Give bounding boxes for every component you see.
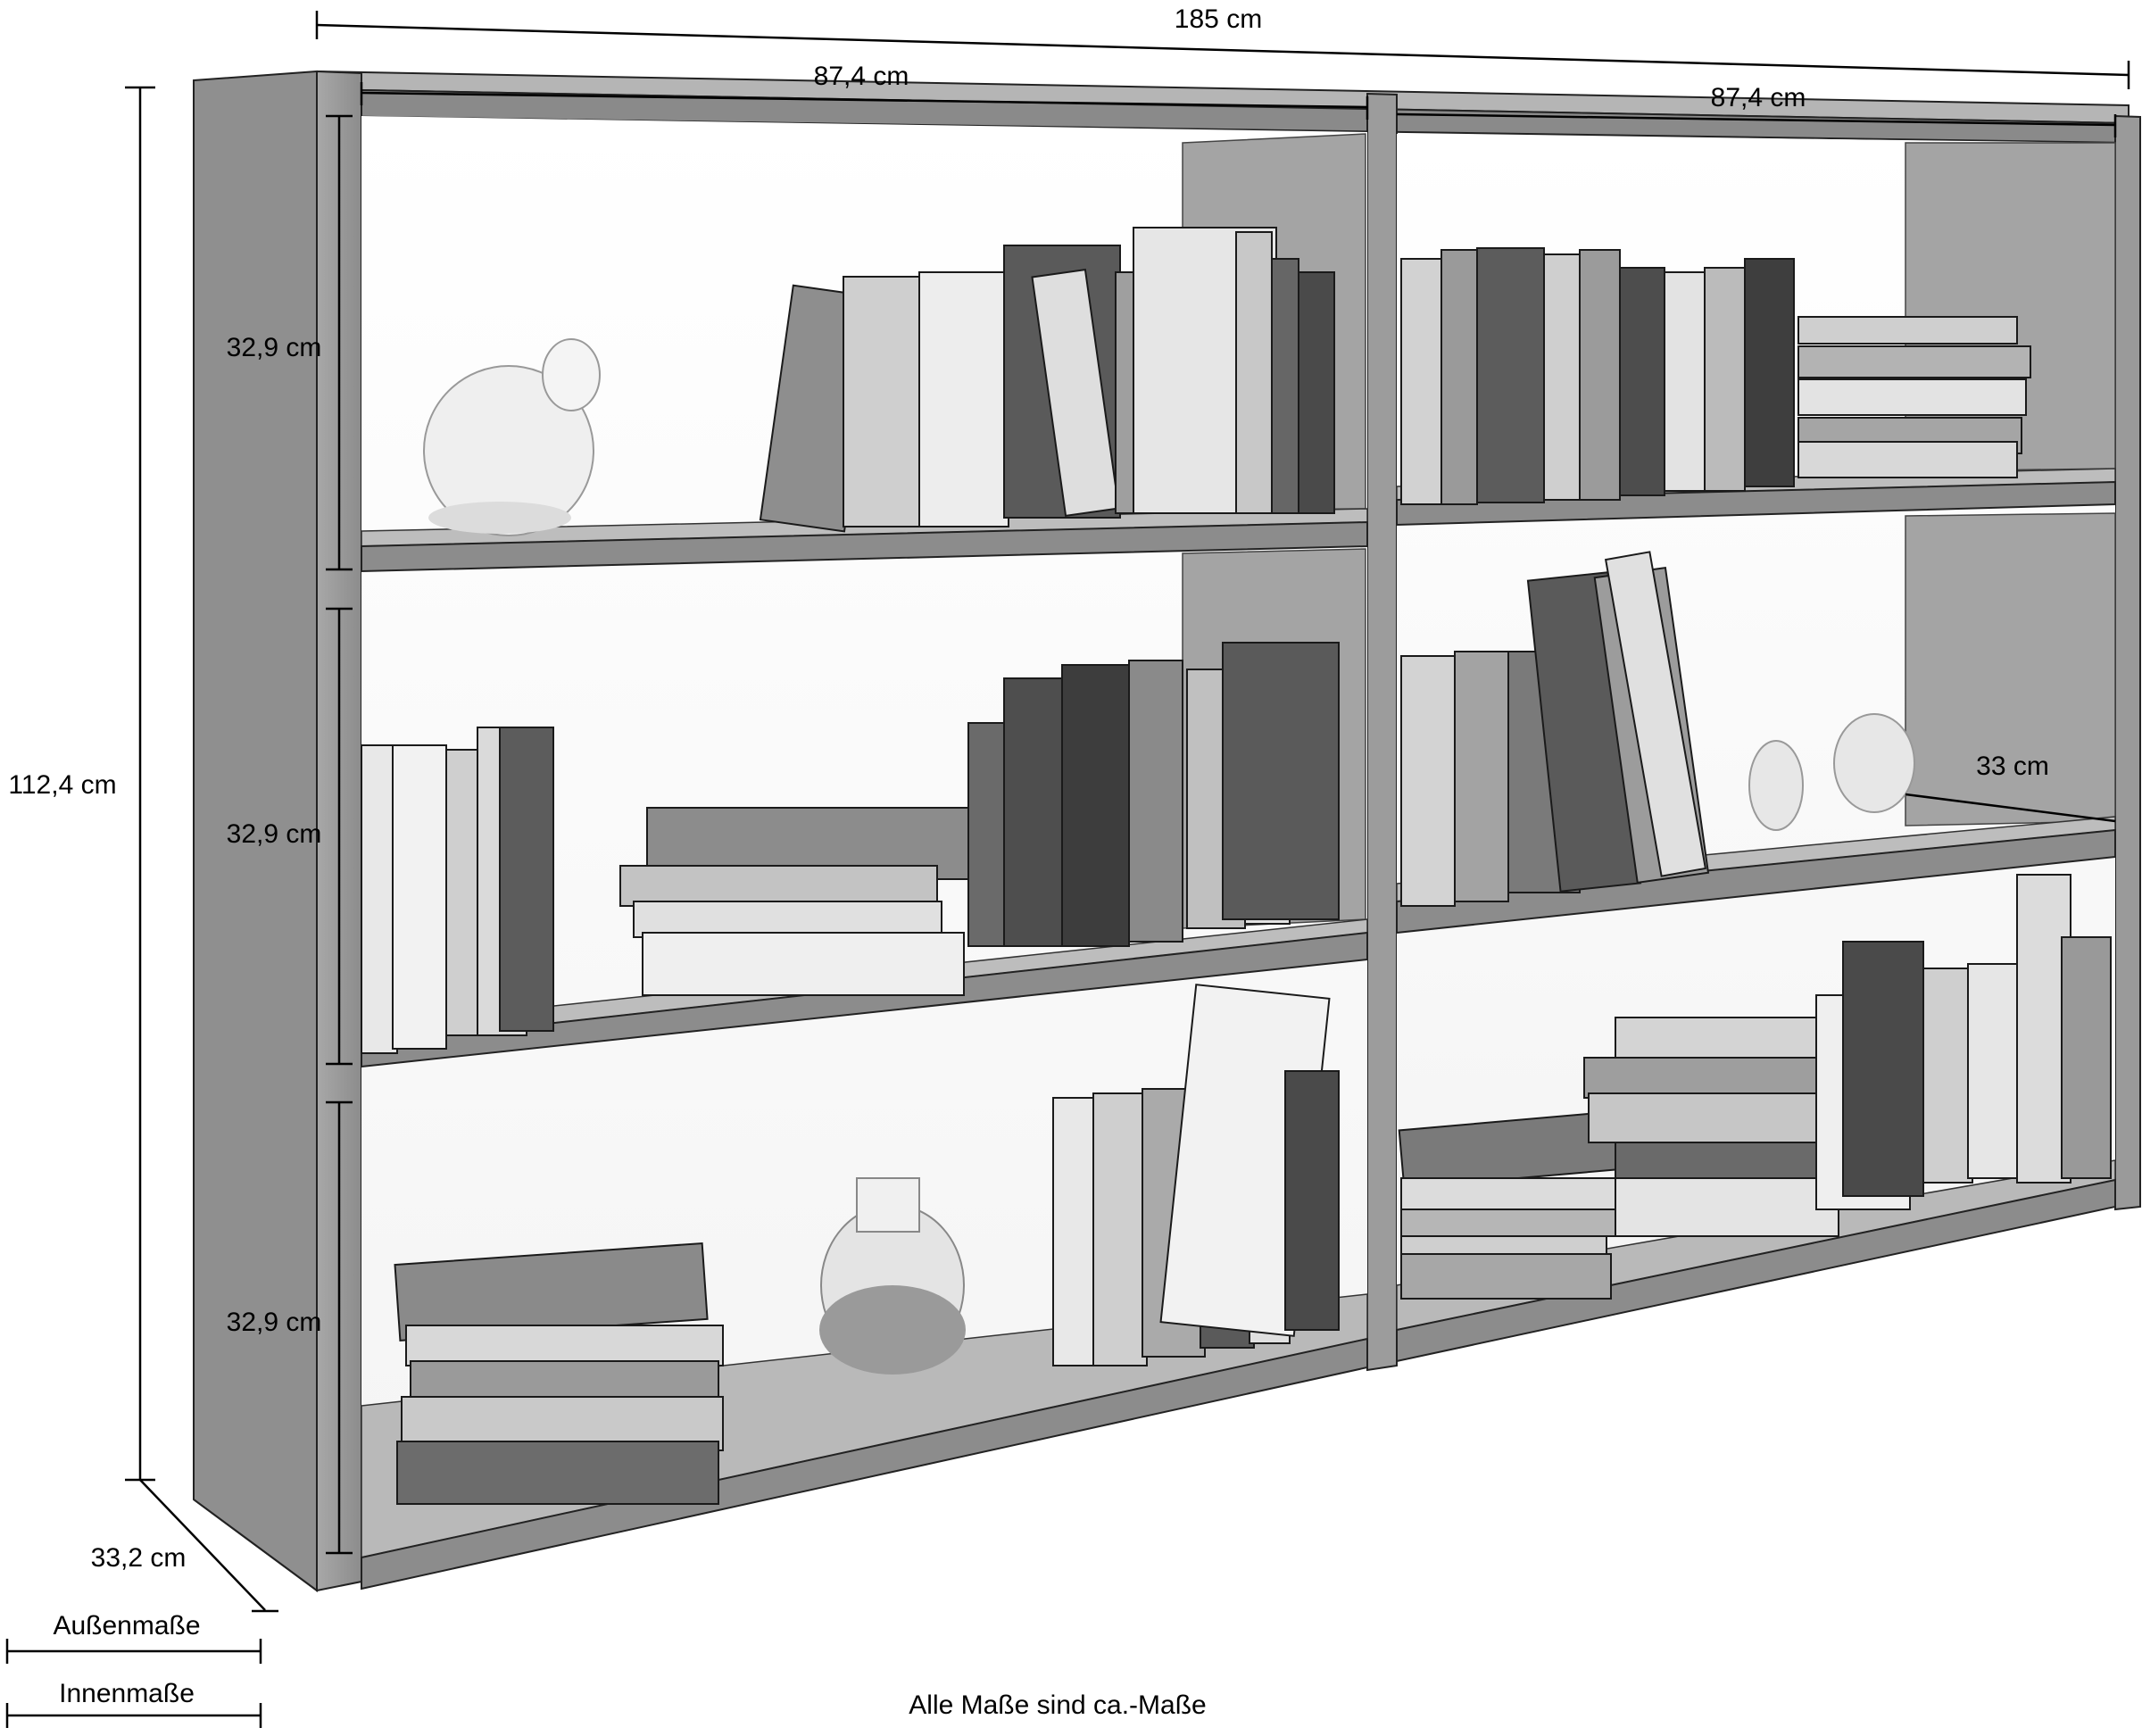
right-front-stile [2114, 114, 2141, 1211]
label-inner-depth: 33 cm [1976, 752, 2049, 781]
width-line-right-compartment [1396, 112, 2116, 127]
legend-inner-dimensions: Innenmaße [59, 1679, 195, 1708]
depth-line-overall [139, 1479, 266, 1611]
label-middle-shelf-height: 32,9 cm [226, 819, 322, 849]
footnote-approximate: Alle Maße sind ca.-Maße [909, 1690, 1207, 1720]
label-left-compartment-width: 87,4 cm [813, 62, 909, 91]
label-top-shelf-height: 32,9 cm [226, 333, 322, 362]
dimension-lines [5, 11, 2130, 1728]
books-top-right [1400, 247, 2031, 505]
depth-line-inner [1905, 793, 2116, 823]
label-right-compartment-width: 87,4 cm [1710, 83, 1806, 112]
label-overall-width: 185 cm [1174, 4, 1263, 34]
books-middle-left [361, 642, 1340, 1054]
books-bottom-right [1398, 874, 2112, 1300]
middle-divider [1366, 92, 1398, 1372]
books-middle-right [1400, 551, 1915, 907]
shelf-contents [361, 227, 2112, 1505]
label-overall-height: 112,4 cm [8, 770, 117, 800]
label-bottom-shelf-height: 32,9 cm [226, 1308, 322, 1337]
owl-figurine [423, 338, 601, 536]
label-overall-depth: 33,2 cm [90, 1543, 187, 1573]
bottom-edge [193, 1499, 318, 1591]
width-line-overall [316, 23, 2130, 77]
books-bottom-left [394, 984, 1340, 1505]
legend-outer-dimensions: Außenmaße [53, 1611, 201, 1640]
width-line-left-compartment [361, 91, 1368, 109]
books-top-left [759, 227, 1335, 533]
